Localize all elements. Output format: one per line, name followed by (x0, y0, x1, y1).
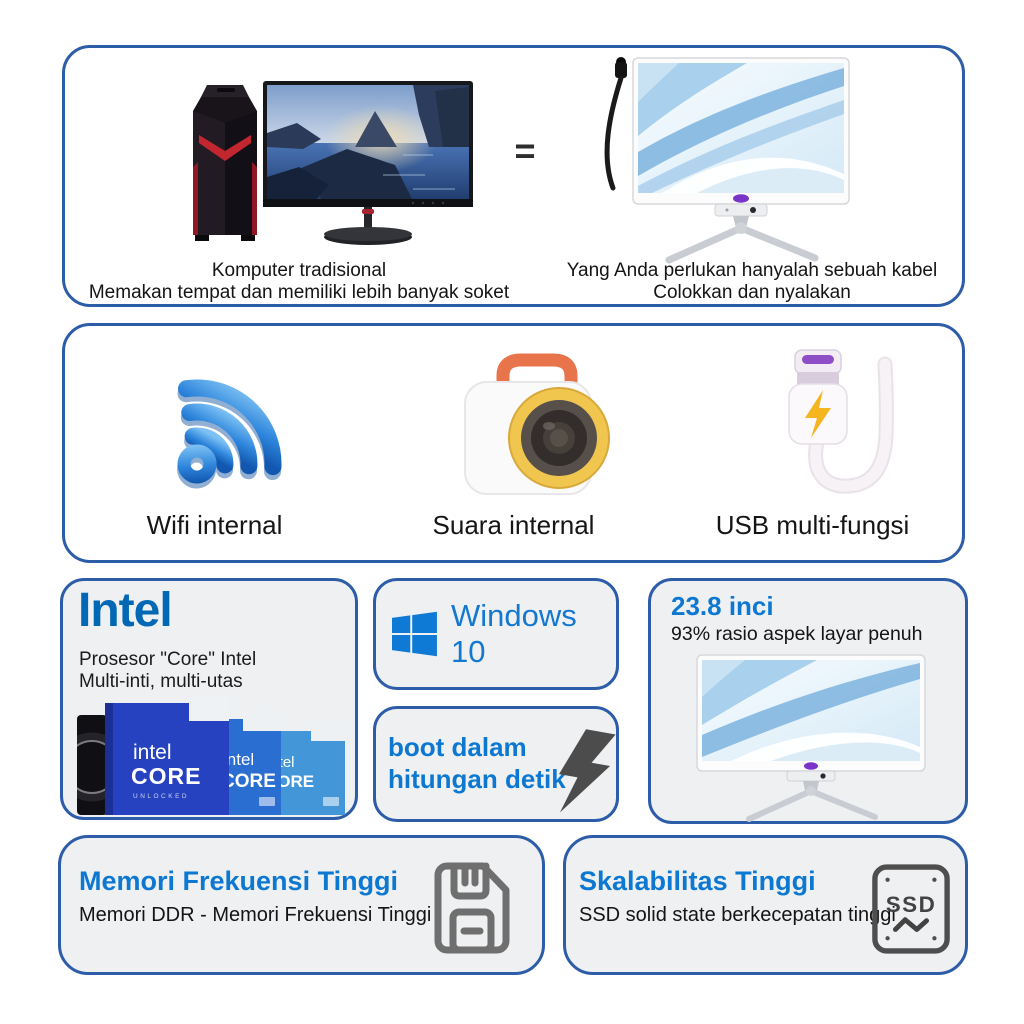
caption-line: Colokkan dan nyalakan (653, 282, 851, 303)
feature-speaker: Suara internal (364, 326, 663, 560)
boot-text: boot dalam hitungan detik (388, 731, 566, 795)
boot-line: boot dalam (388, 732, 527, 762)
comparison-card: = (62, 45, 965, 307)
comparison-left-caption: Komputer tradisional Memakan tempat dan … (79, 260, 519, 304)
windows-card: Windows 10 (373, 578, 619, 690)
intel-core-boxes-illustration: intel CORE intel CORE intel CORE UNLOCKE… (77, 697, 345, 815)
display-size-title: 23.8 inci (671, 591, 774, 621)
memory-card-icon (434, 862, 510, 954)
intel-description-line: Prosesor "Core" Intel (79, 649, 257, 670)
box-brand-text: intel (133, 741, 172, 764)
intel-logo: Intel (78, 584, 173, 637)
memory-card: Memori Frekuensi Tinggi Memori DDR - Mem… (58, 835, 545, 975)
boot-card: boot dalam hitungan detik (373, 706, 619, 822)
windows-label: Windows 10 (450, 598, 577, 669)
brand-logo (804, 762, 818, 770)
ssd-icon: SSD (872, 864, 950, 954)
display-card: 23.8 inci 93% rasio aspek layar penuh (648, 578, 968, 824)
ssd-subtitle: SSD solid state berkecepatan tinggi (579, 904, 896, 926)
wifi-icon (176, 379, 281, 489)
intel-description-line: Multi-inti, multi-utas (79, 671, 243, 692)
desktop-monitor-illustration (263, 81, 473, 245)
ssd-icon-label: SSD (886, 892, 937, 917)
feature-label: Suara internal (432, 510, 595, 540)
intel-card: Intel Prosesor "Core" Intel Multi-inti, … (60, 578, 358, 820)
usb-cable-icon (787, 349, 894, 494)
tower-pc-illustration (193, 85, 257, 241)
box-model-text: CORE (221, 771, 276, 792)
speaker-icon (463, 353, 610, 495)
box-brand-text: intel (223, 750, 254, 769)
feature-wifi: Wifi internal (65, 326, 364, 560)
feature-label: Wifi internal (146, 510, 283, 540)
comparison-right-caption: Yang Anda perlukan hanyalah sebuah kabel… (542, 260, 962, 304)
boot-line: hitungan detik (388, 764, 566, 794)
ssd-card: Skalabilitas Tinggi SSD solid state berk… (563, 835, 968, 975)
display-ratio-subtitle: 93% rasio aspek layar penuh (671, 623, 923, 645)
features-card: Wifi internal Suara internal (62, 323, 965, 563)
memory-subtitle: Memori DDR - Memori Frekuensi Tinggi (79, 904, 432, 926)
box-sub-text: UNLOCKED (133, 793, 189, 800)
windows-logo-icon (392, 611, 437, 657)
caption-line: Memakan tempat dan memiliki lebih banyak… (88, 282, 510, 303)
caption-line: Yang Anda perlukan hanyalah sebuah kabel (566, 260, 938, 281)
feature-usb: USB multi-fungsi (663, 326, 962, 560)
brand-logo (733, 194, 749, 203)
aio-monitor-small-illustration (696, 654, 926, 822)
aio-monitor-illustration (604, 57, 850, 264)
memory-title: Memori Frekuensi Tinggi (79, 866, 399, 896)
ssd-title: Skalabilitas Tinggi (579, 866, 816, 896)
caption-line: Komputer tradisional (211, 260, 387, 281)
feature-label: USB multi-fungsi (715, 510, 910, 540)
lightning-bolt-icon (559, 729, 616, 813)
box-model-text: CORE (131, 763, 201, 789)
equals-sign: = (514, 130, 536, 171)
